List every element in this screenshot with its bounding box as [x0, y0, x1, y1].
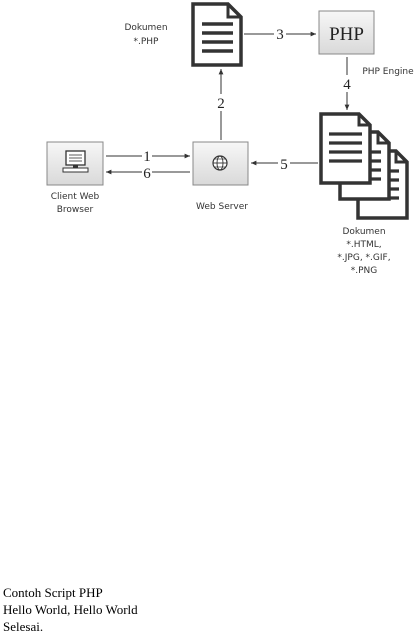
output-documents-label-line2: *.HTML,	[346, 240, 381, 250]
step-1-bg	[142, 147, 152, 163]
step-3-number: 3	[276, 27, 284, 43]
php-document-icon	[191, 2, 243, 67]
php-engine-box	[318, 10, 375, 55]
client-browser-label-line1: Client Web	[51, 192, 100, 202]
php-flow-diagram: Dokumen *.PHP PHP PHP Engine Client Web …	[46, 2, 414, 276]
php-logo-text: PHP	[329, 24, 364, 45]
php-engine-label: PHP Engine	[362, 67, 414, 77]
php-document-label-line2: *.PHP	[134, 37, 160, 47]
step-4-bg	[341, 75, 353, 92]
script-output: Contoh Script PHP Hello World, Hello Wor…	[3, 584, 403, 635]
step-2-number: 2	[217, 96, 225, 112]
output-line-title: Contoh Script PHP	[3, 585, 103, 600]
step-6-bg	[142, 164, 152, 180]
output-documents-icon	[319, 112, 409, 220]
step-6-number: 6	[143, 166, 151, 182]
output-documents-label-line3: *.JPG, *.GIF,	[337, 253, 390, 263]
step-5-bg	[278, 155, 290, 172]
step-4-number: 4	[343, 77, 351, 93]
step-1-number: 1	[143, 149, 151, 165]
output-documents-label-line1: Dokumen	[342, 227, 385, 237]
step-2-bg	[215, 94, 227, 111]
output-line-done: Selesai.	[3, 619, 44, 634]
step-5-number: 5	[280, 157, 288, 173]
step-3-bg	[274, 25, 286, 42]
php-document-label-line1: Dokumen	[124, 23, 167, 33]
output-line-hello: Hello World, Hello World	[3, 602, 138, 617]
computer-icon	[62, 150, 89, 173]
output-documents-label-line4: *.PNG	[351, 266, 378, 276]
client-browser-label-line2: Browser	[57, 205, 94, 215]
globe-icon	[212, 155, 228, 171]
web-server-label: Web Server	[196, 202, 248, 212]
